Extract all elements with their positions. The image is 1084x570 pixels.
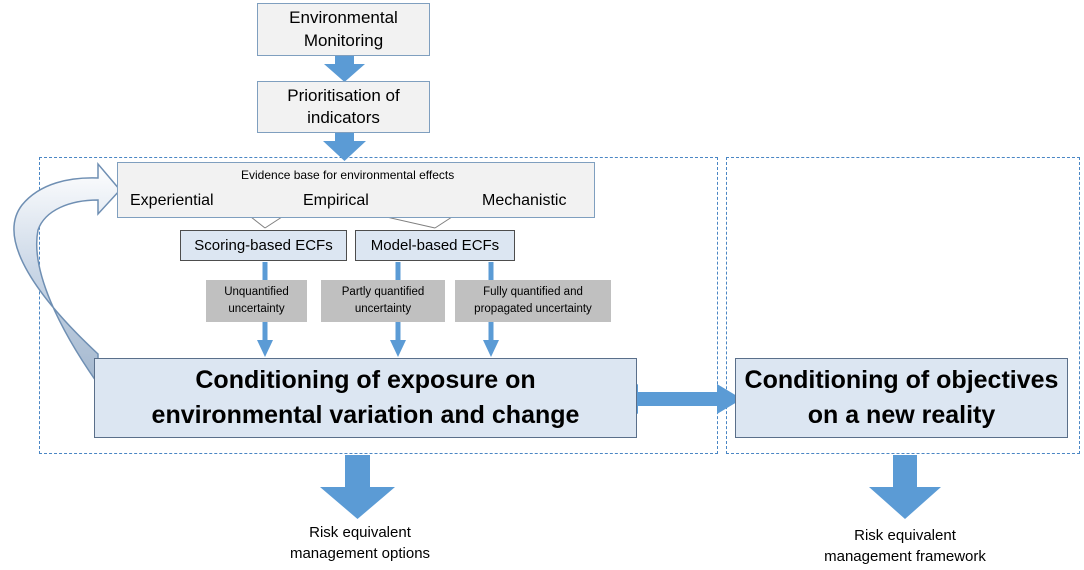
exposure-region — [39, 157, 718, 454]
unquantified-line1: Unquantified — [224, 286, 289, 299]
fully-line2: propagated uncertainty — [474, 303, 592, 315]
unquantified-line2: uncertainty — [228, 303, 285, 315]
model-based-ecfs-label: Model-based ECFs — [370, 237, 500, 254]
prioritisation-box: Prioritisation of indicators — [257, 81, 430, 133]
arrow-scoring-head — [257, 340, 273, 357]
partly-quantified-uncertainty-box: Partly quantified uncertainty — [321, 280, 445, 322]
scoring-based-ecfs-label: Scoring-based ECFs — [194, 237, 333, 254]
prioritisation-line1: Prioritisation of — [287, 85, 400, 105]
arrow-model-head — [390, 340, 406, 357]
arrow-fully-head — [483, 340, 499, 357]
prioritisation-line2: indicators — [307, 108, 380, 127]
conditioning-objectives-line2: on a new reality — [807, 401, 996, 429]
double-arrow-exposure-objectives — [612, 384, 742, 414]
feedback-curve-arrow — [13, 161, 121, 387]
fully-quantified-uncertainty-box: Fully quantified and propagated uncertai… — [455, 280, 611, 322]
environmental-monitoring-label: Environmental Monitoring — [289, 8, 398, 50]
management-framework-line2: management framework — [824, 548, 986, 565]
conditioning-exposure-line1: Conditioning of exposure on — [195, 366, 536, 394]
environmental-monitoring-box: Environmental Monitoring — [257, 3, 430, 56]
conditioning-exposure-line2: environmental variation and change — [151, 401, 580, 429]
management-framework-line1: Risk equivalent — [854, 527, 956, 544]
management-options-caption: Risk equivalent management options — [270, 522, 450, 564]
management-framework-caption: Risk equivalent management framework — [810, 525, 1000, 567]
arrow-monitoring-to-prioritisation — [324, 55, 365, 82]
evidence-mechanistic: Mechanistic — [482, 192, 567, 209]
management-options-line2: management options — [289, 545, 431, 562]
fully-line1: Fully quantified and — [483, 286, 583, 299]
scoring-based-ecfs-box: Scoring-based ECFs — [180, 230, 347, 261]
evidence-experiential: Experiential — [130, 192, 214, 209]
evidence-base-box: Evidence base for environmental effects … — [117, 162, 595, 218]
partly-line2: uncertainty — [354, 303, 412, 315]
model-based-ecfs-box: Model-based ECFs — [355, 230, 515, 261]
conditioning-objectives-line1: Conditioning of objectives — [744, 366, 1059, 394]
evidence-empirical: Empirical — [303, 192, 369, 209]
conditioning-exposure-box: Conditioning of exposure on environmenta… — [94, 358, 637, 438]
evidence-title: Evidence base for environmental effects — [241, 168, 455, 182]
arrow-to-management-options — [320, 455, 395, 519]
objectives-region — [726, 157, 1080, 454]
management-options-line1: Risk equivalent — [309, 524, 411, 541]
arrow-to-management-framework — [869, 455, 941, 519]
arrow-prioritisation-to-evidence — [323, 132, 366, 161]
partly-line1: Partly quantified — [341, 286, 425, 299]
conditioning-objectives-box: Conditioning of objectives on a new real… — [735, 358, 1068, 438]
unquantified-uncertainty-box: Unquantified uncertainty — [206, 280, 307, 322]
